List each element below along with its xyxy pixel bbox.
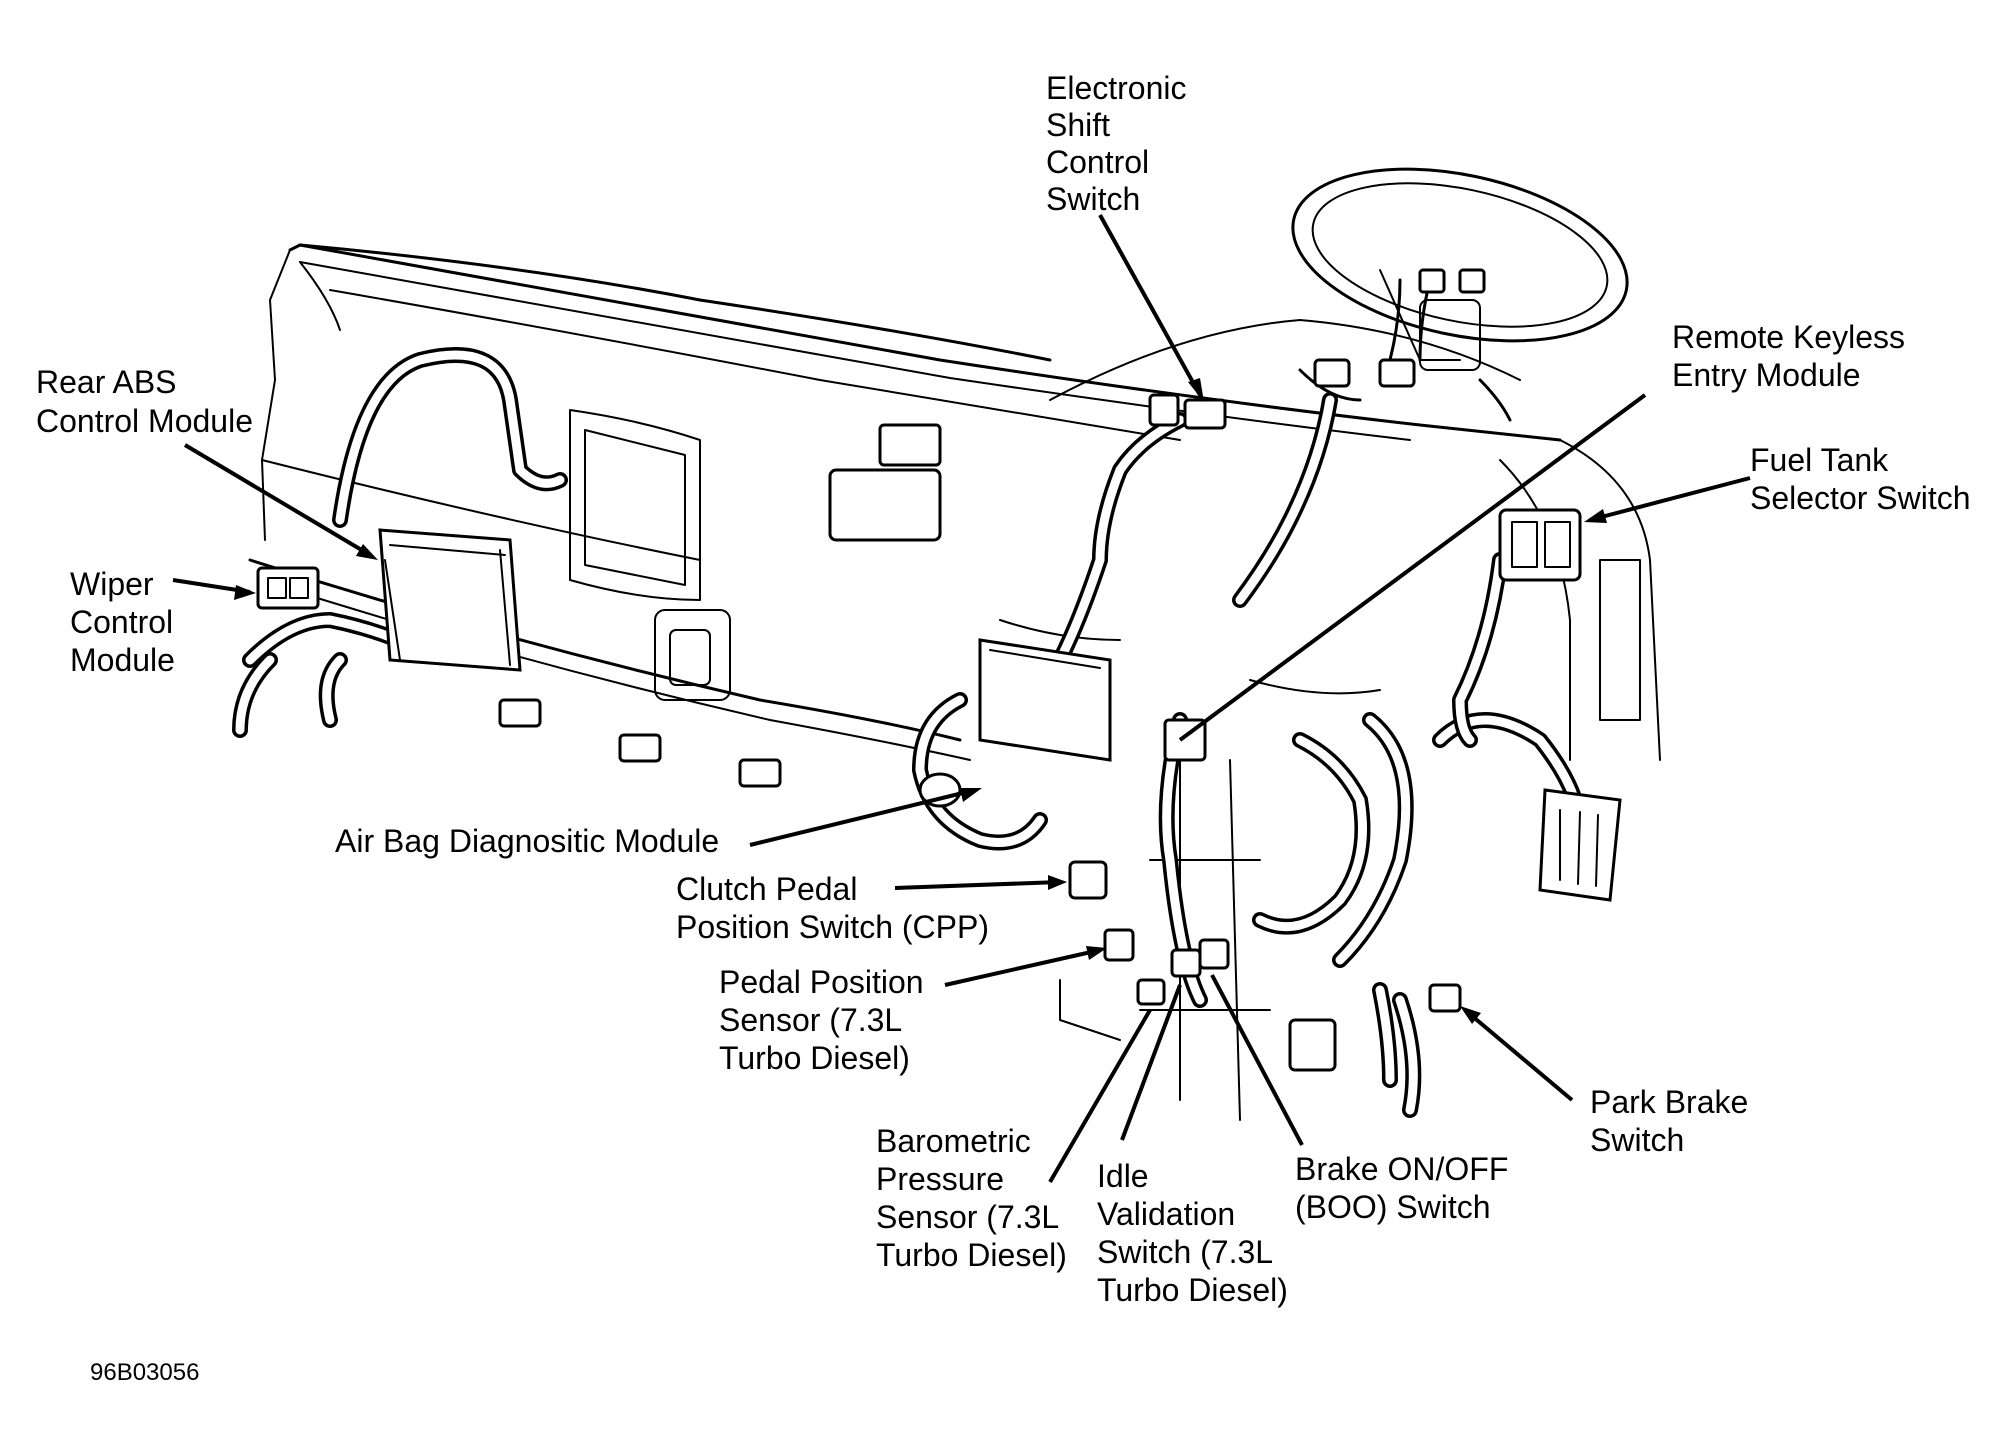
label-brake-on-off-switch: Brake ON/OFF (BOO) Switch [1295, 1151, 1517, 1225]
label-line: Park Brake [1590, 1084, 1748, 1120]
label-line: Turbo Diesel) [719, 1040, 910, 1076]
figure-code: 96B03056 [90, 1359, 199, 1386]
rail-connector-1 [498, 698, 542, 728]
label-line: Electronic [1046, 70, 1187, 106]
label-remote-keyless-entry-module: Remote Keyless Entry Module [1672, 319, 1914, 393]
label-line: Pressure [876, 1161, 1004, 1197]
label-line: Switch [1590, 1122, 1684, 1158]
rail-connector-2 [618, 733, 662, 763]
label-clutch-pedal-position-switch: Clutch Pedal Position Switch (CPP) [676, 871, 989, 945]
label-air-bag-diagnositic-module: Air Bag Diagnositic Module [335, 823, 719, 859]
shift-connector-shape [1148, 393, 1180, 427]
rail-connector-3 [738, 758, 782, 788]
label-line: Switch (7.3L [1097, 1234, 1272, 1270]
label-rear-abs-control-module: Rear ABS Control Module [36, 364, 253, 439]
center-connector-shape [878, 423, 942, 467]
labels: Electronic Shift Control Switch Rear ABS… [36, 70, 1971, 1386]
label-line: Control Module [36, 403, 253, 439]
column-connector-4 [1458, 268, 1486, 294]
components [256, 268, 1622, 1072]
label-line: Barometric [876, 1123, 1031, 1159]
label-line: Position Switch (CPP) [676, 909, 989, 945]
label-line: Pedal Position [719, 964, 924, 1000]
label-line: Shift [1046, 107, 1110, 143]
label-line: Selector Switch [1750, 480, 1971, 516]
label-pedal-position-sensor: Pedal Position Sensor (7.3L Turbo Diesel… [719, 964, 932, 1076]
fuel-tank-switch-shape [1498, 508, 1582, 582]
idle-switch-shape [1170, 948, 1202, 978]
label-fuel-tank-selector-switch: Fuel Tank Selector Switch [1750, 442, 1971, 516]
leader-lines [172, 214, 1751, 1184]
label-line: Sensor (7.3L [876, 1199, 1058, 1235]
label-line: Module [70, 642, 175, 678]
park-brake-shape [1428, 983, 1462, 1013]
label-park-brake-switch: Park Brake Switch [1590, 1084, 1757, 1158]
label-line: Sensor (7.3L [719, 1002, 901, 1038]
label-line: Rear ABS [36, 364, 177, 400]
shift-switch-shape [1183, 398, 1227, 430]
label-line: Remote Keyless [1672, 319, 1905, 355]
label-line: Switch [1046, 181, 1140, 217]
column-connector-2 [1378, 358, 1416, 388]
pedal-sensor-shape [1103, 928, 1135, 962]
wiper-module-shape [256, 566, 320, 610]
clutch-switch-shape [1068, 860, 1108, 900]
steering-wheel [1291, 167, 1629, 371]
column-connector-1 [1313, 358, 1351, 388]
label-electronic-shift-control-switch: Electronic Shift Control Switch [1046, 70, 1195, 217]
label-line: Idle [1097, 1158, 1149, 1194]
rear-abs-module-shape [378, 528, 522, 672]
right-connector-shape [1538, 788, 1622, 902]
label-idle-validation-switch: Idle Validation Switch (7.3L Turbo Diese… [1097, 1158, 1288, 1308]
lower-module-shape [1288, 1018, 1337, 1072]
center-module-shape [828, 468, 942, 542]
label-line: Fuel Tank [1750, 442, 1889, 478]
label-line: Wiper [70, 566, 154, 602]
label-line: Turbo Diesel) [876, 1237, 1067, 1273]
label-line: Turbo Diesel) [1097, 1272, 1288, 1308]
column-connector-3 [1418, 268, 1446, 294]
dashboard-outline [248, 243, 1661, 1121]
label-line: Entry Module [1672, 357, 1861, 393]
boo-switch-shape [1198, 938, 1230, 970]
label-line: Control [70, 604, 173, 640]
label-wiper-control-module: Wiper Control Module [70, 566, 182, 678]
label-line: Clutch Pedal [676, 871, 857, 907]
label-line: (BOO) Switch [1295, 1189, 1491, 1225]
label-line: Validation [1097, 1196, 1235, 1232]
label-line: Control [1046, 144, 1149, 180]
baro-sensor-shape [1136, 978, 1166, 1006]
air-bag-module-shape [978, 638, 1112, 762]
label-line: Air Bag Diagnositic Module [335, 823, 719, 859]
label-barometric-pressure-sensor: Barometric Pressure Sensor (7.3L Turbo D… [876, 1123, 1067, 1273]
label-line: Brake ON/OFF [1295, 1151, 1508, 1187]
